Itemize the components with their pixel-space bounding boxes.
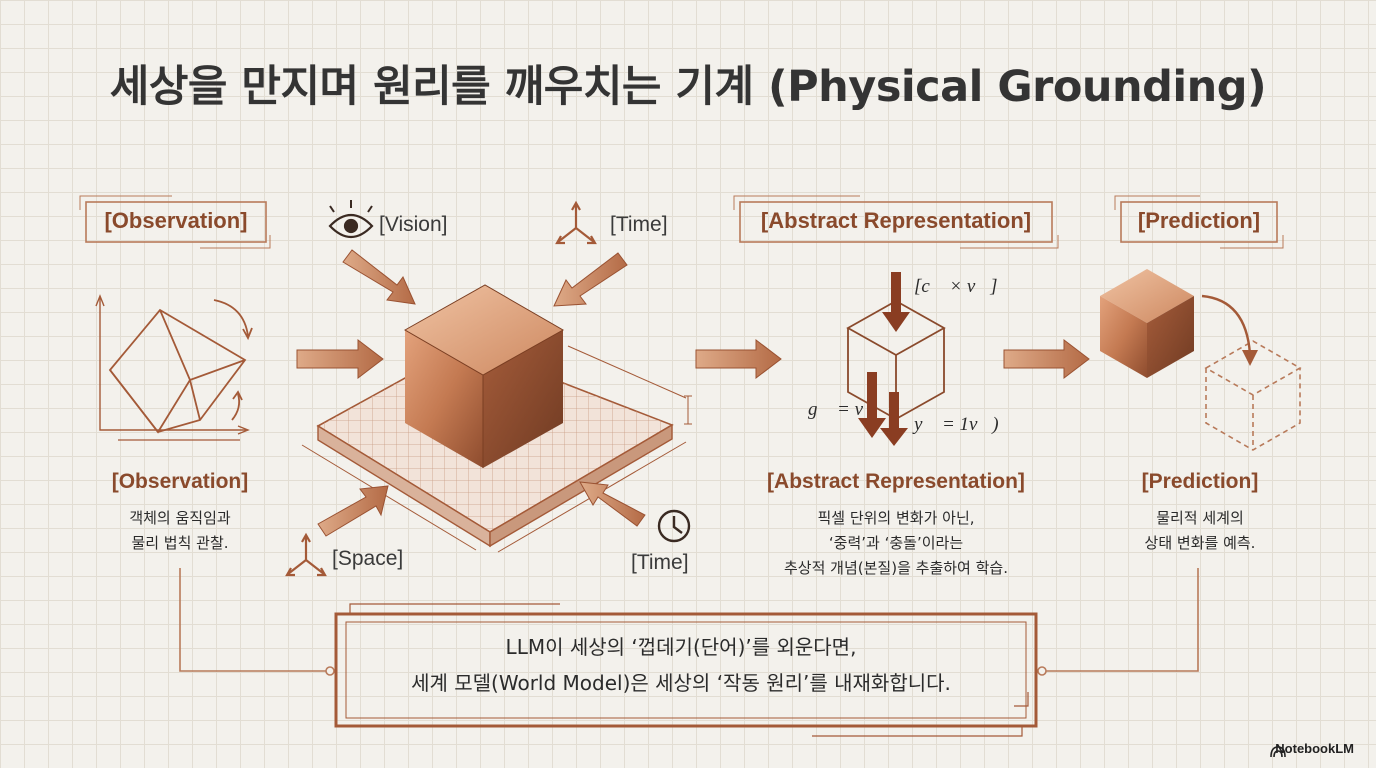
equation-gravity: g⃗ = v⃗ <box>808 399 878 420</box>
observation-description: 객체의 움직임과 물리 법칙 관찰. <box>80 506 280 556</box>
observation-line-2: 물리 법칙 관찰. <box>131 534 229 552</box>
abstract-line-1: 픽셀 단위의 변화가 아닌, <box>817 509 975 527</box>
prediction-curve-arrow <box>1201 294 1258 366</box>
label-time-bottom: [Time] <box>631 551 689 574</box>
sensor-arrows <box>296 249 1090 537</box>
abstract-heading: [Abstract Representation] <box>767 470 1025 493</box>
notebooklm-logo-icon <box>1270 746 1286 758</box>
equation-cross-product: [c⃗ × v⃗] <box>914 276 998 297</box>
observation-heading: [Observation] <box>111 470 249 493</box>
abstract-force-arrows <box>858 272 910 446</box>
brand-label: NotebookLM <box>1275 741 1354 756</box>
abstract-description: 픽셀 단위의 변화가 아닌, ‘중력’과 ‘충돌’이라는 추상적 개념(본질)을… <box>746 506 1046 581</box>
tag-frame-observation <box>79 195 271 249</box>
abstract-line-2: ‘중력’과 ‘충돌’이라는 <box>828 534 964 552</box>
bottom-message-line-2: 세계 모델(World Model)은 세상의 ‘작동 원리’를 내재화합니다. <box>411 671 951 695</box>
axes-icon-space <box>285 532 327 577</box>
prediction-copper-cube <box>1100 269 1194 378</box>
label-vision: [Vision] <box>379 213 448 236</box>
arrow-into-platform <box>296 338 384 380</box>
arrow-to-abstract <box>695 338 782 380</box>
eye-icon <box>328 200 374 239</box>
bottom-message-frame <box>334 603 1038 737</box>
clock-icon <box>657 509 691 543</box>
equation-y: y⃗ = 1v⃗) <box>914 414 999 435</box>
prediction-line-1: 물리적 세계의 <box>1156 509 1244 527</box>
center-copper-cube <box>403 284 565 468</box>
prediction-heading: [Prediction] <box>1141 470 1259 493</box>
observation-line-1: 객체의 움직임과 <box>129 509 231 527</box>
label-time-top: [Time] <box>610 213 668 236</box>
tag-frame-abstract <box>733 195 1059 249</box>
prediction-line-2: 상태 변화를 예측. <box>1144 534 1256 552</box>
arrow-time-top <box>553 252 628 307</box>
tag-abstract-representation: [Abstract Representation] <box>760 208 1032 233</box>
observation-wireframe-cube <box>95 294 253 441</box>
arrow-space <box>317 485 389 537</box>
bottom-message-line-1: LLM이 세상의 ‘껍데기(단어)’를 외운다면, <box>505 635 857 659</box>
prediction-dashed-cube <box>1204 340 1302 451</box>
arrow-vision <box>342 249 416 305</box>
bottom-message: LLM이 세상의 ‘껍데기(단어)’를 외운다면, 세계 모델(World Mo… <box>336 629 1026 701</box>
prediction-description: 물리적 세계의 상태 변화를 예측. <box>1110 506 1290 556</box>
tag-frame-prediction <box>1114 195 1284 249</box>
abstract-line-3: 추상적 개념(본질)을 추출하여 학습. <box>784 559 1008 577</box>
arrow-to-prediction <box>1003 338 1090 380</box>
bottom-connectors <box>179 568 1199 676</box>
tag-observation: [Observation] <box>104 208 248 233</box>
tag-prediction: [Prediction] <box>1137 208 1261 233</box>
label-space: [Space] <box>332 547 404 570</box>
page-title: 세상을 만지며 원리를 깨우치는 기계 (Physical Grounding) <box>109 62 1267 112</box>
arrow-time-bottom <box>579 481 646 527</box>
axes-icon-time-top <box>555 200 597 245</box>
